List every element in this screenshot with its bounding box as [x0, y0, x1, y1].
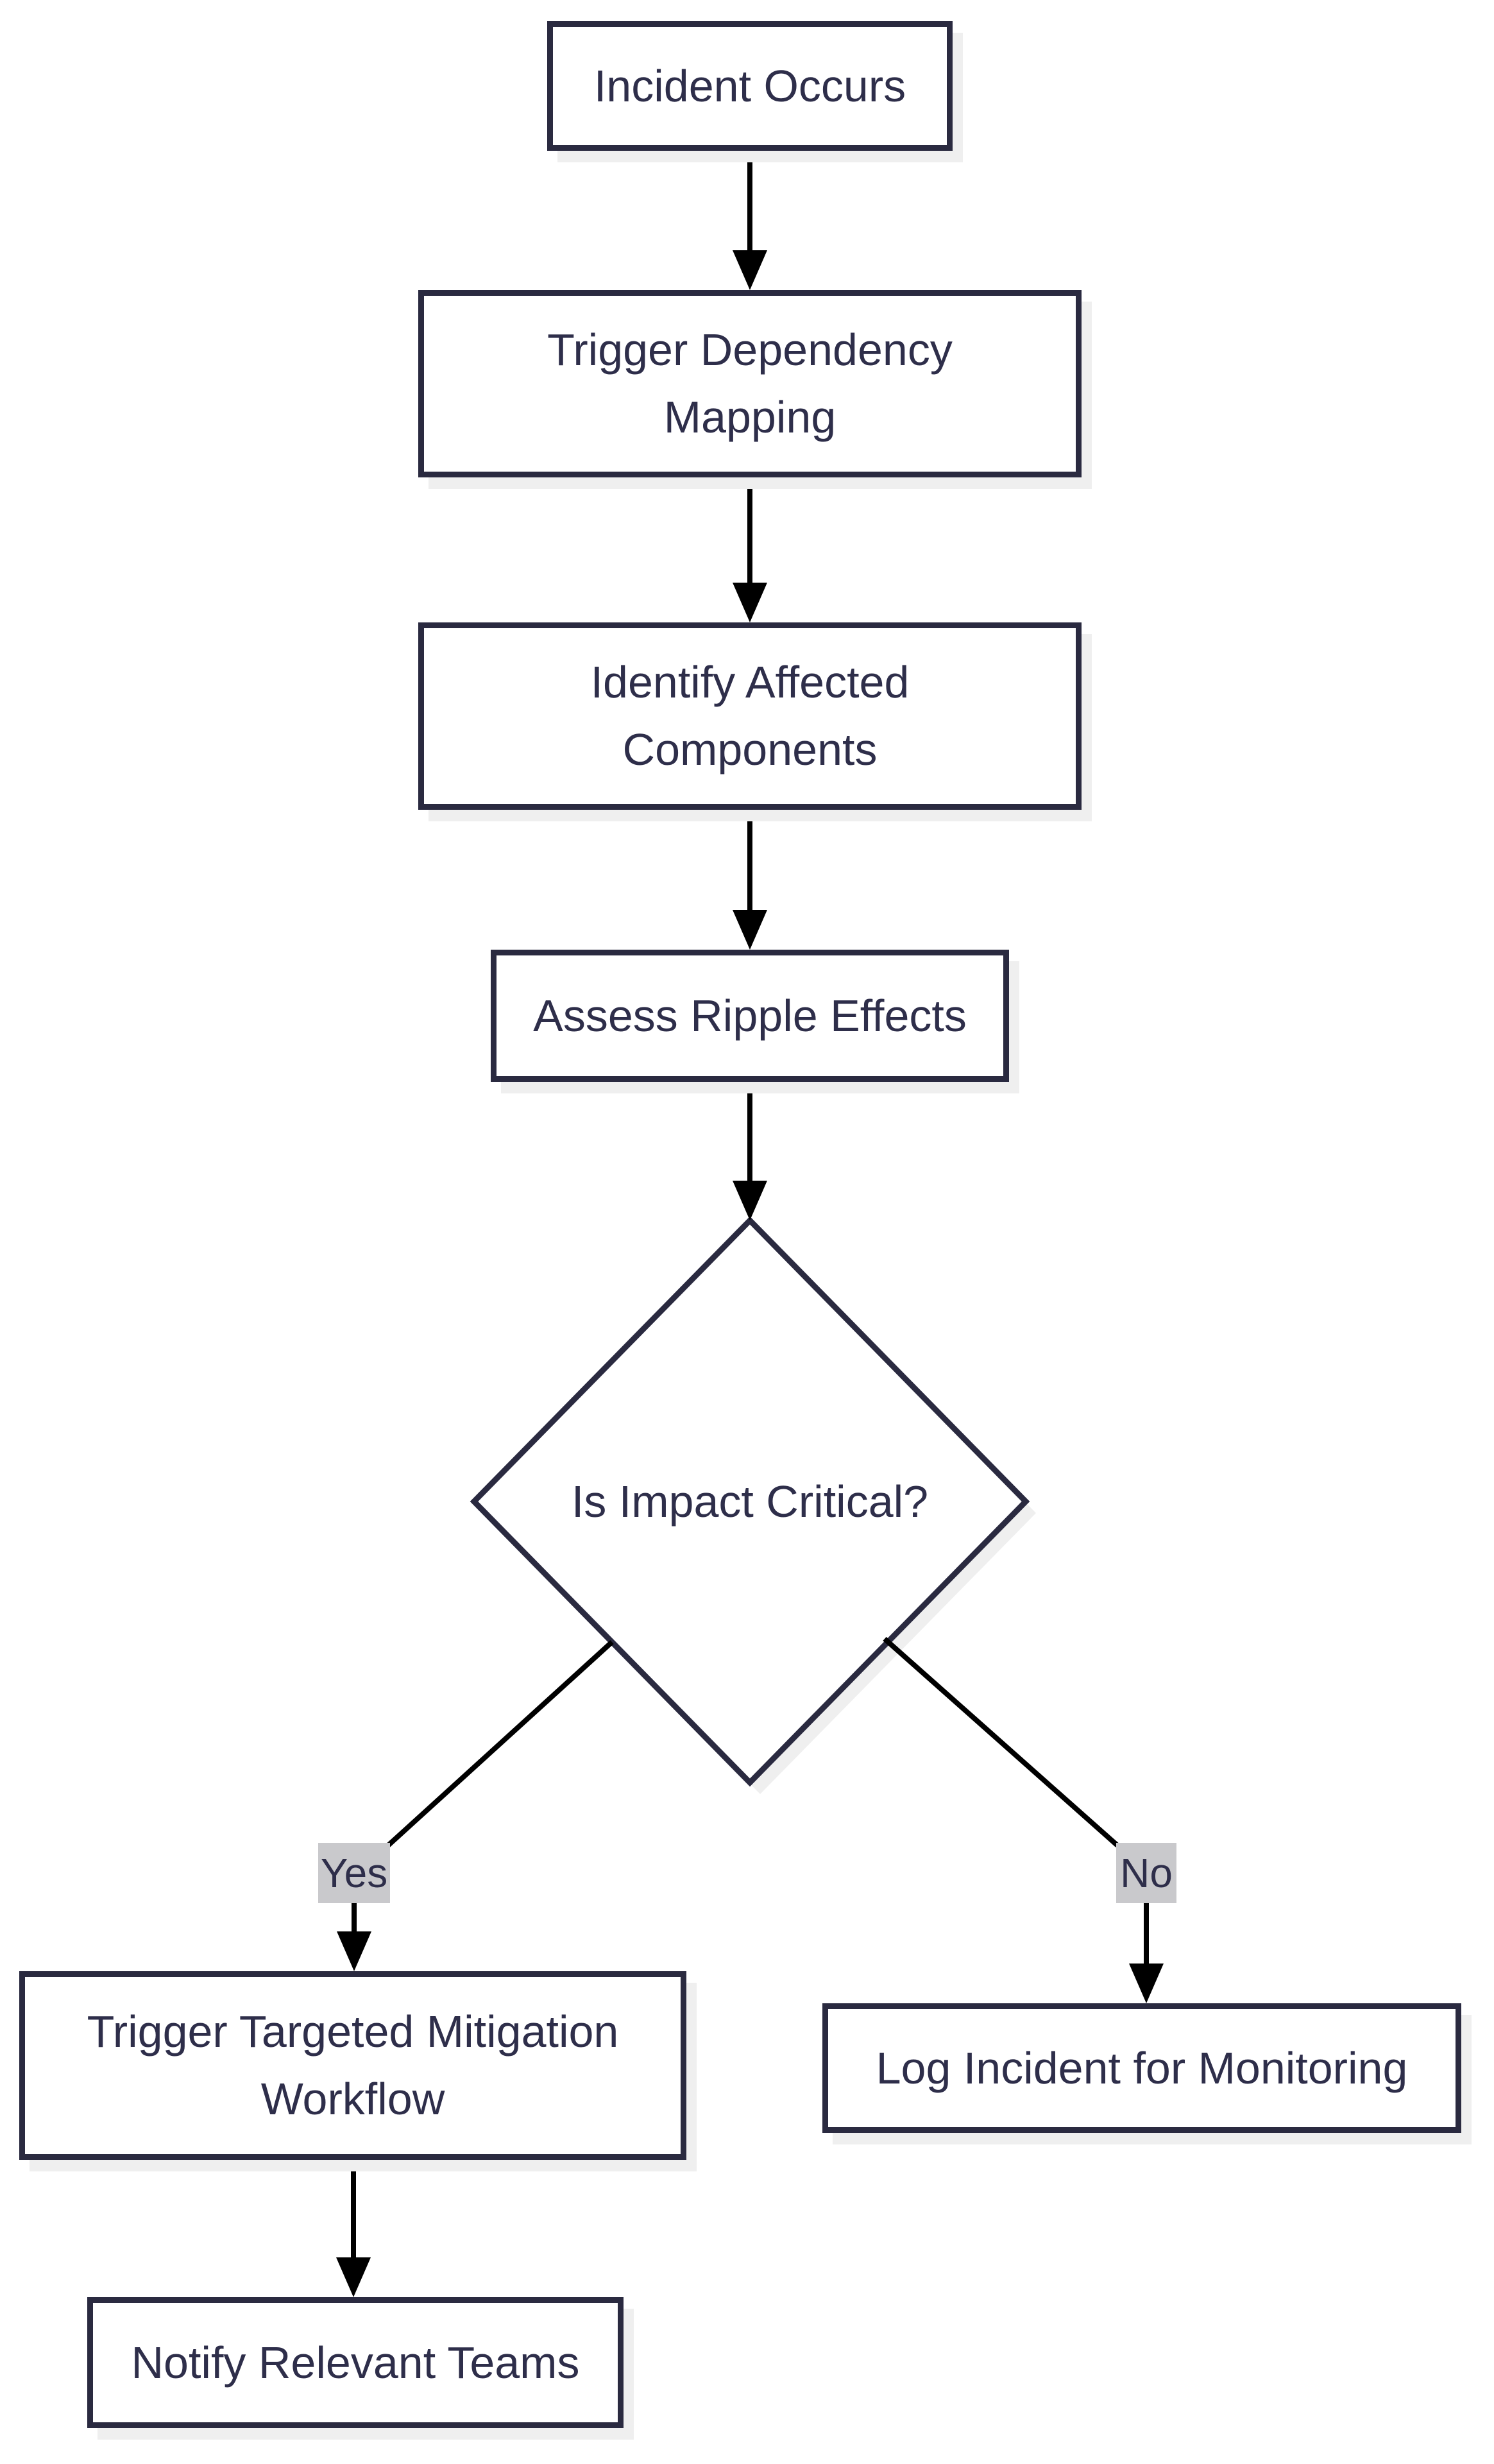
arrowhead-notify: [336, 2257, 371, 2297]
arrowhead-decision: [733, 1181, 767, 1220]
arrowhead-log: [1129, 1964, 1164, 2003]
node-log-incident-for-monitoring: Log Incident for Monitoring: [822, 2003, 1461, 2133]
node-incident-occurs: Incident Occurs: [547, 21, 953, 151]
edge-label-no: No: [1116, 1843, 1176, 1903]
node-trigger-targeted-mitigation-workflow: Trigger Targeted Mitigation Workflow: [19, 1971, 686, 2160]
arrowhead-mitigation: [337, 1931, 371, 1971]
arrowhead-identify: [733, 583, 767, 622]
node-identify-affected-components: Identify Affected Components: [418, 622, 1082, 810]
node-is-impact-critical-label: Is Impact Critical?: [571, 1476, 929, 1527]
node-assess-ripple-effects: Assess Ripple Effects: [491, 950, 1009, 1082]
arrowhead-assess: [733, 910, 767, 950]
arrowhead-dependency: [733, 250, 767, 290]
edge-decision-to-yes-label: [386, 1640, 614, 1847]
node-notify-relevant-teams: Notify Relevant Teams: [87, 2297, 624, 2428]
node-trigger-dependency-mapping: Trigger Dependency Mapping: [418, 290, 1082, 477]
edge-decision-to-no-label: [883, 1637, 1119, 1847]
edge-label-yes: Yes: [318, 1843, 390, 1903]
